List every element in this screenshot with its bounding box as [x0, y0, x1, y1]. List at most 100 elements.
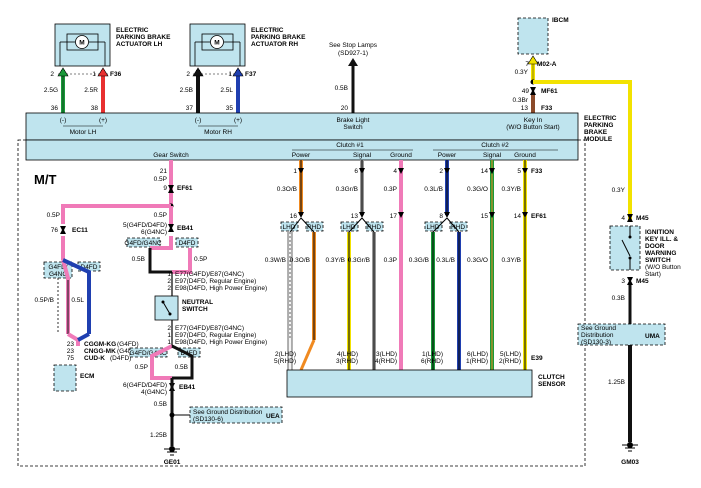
stop-lamps-ref-1[interactable]: See Stop Lamps — [329, 42, 378, 49]
epb-rh-pin-a: 2 — [186, 71, 190, 78]
right-ground-3: (SD130-3) — [581, 339, 611, 346]
wire-05p-ns2[interactable] — [150, 344, 173, 380]
ecm-conn-1: CGGM-KG — [84, 341, 116, 348]
stop-lamps-ref-2[interactable]: (SD927-1) — [338, 50, 368, 57]
c1s-lhd[interactable] — [340, 221, 359, 232]
opt-d4fd-label: D4FD — [179, 240, 196, 247]
m45-pin-bot: 3 — [621, 278, 625, 285]
c-pin-top-2: 6 — [354, 168, 358, 175]
wire-05l-label: 0.5L — [71, 297, 84, 304]
ibcm-pin: 7 — [525, 61, 529, 68]
ns-top-pin-2: 2 — [167, 278, 171, 285]
m45-pin-top: 4 — [621, 215, 625, 222]
ground-ref-2: (SD130-6) — [193, 416, 223, 423]
ef61-markers — [298, 212, 528, 218]
eb41b-1: 6(G4FD/D4FD) — [123, 382, 167, 389]
wire-05p-ecm[interactable] — [61, 204, 171, 224]
wire-05b-ns[interactable] — [148, 248, 172, 274]
c-pin-mid-3: 17 — [390, 213, 398, 220]
c-wire-low-1: 0.3W/B — [265, 257, 286, 264]
c-wire-low-2: 0.3O/B — [290, 257, 310, 264]
mf61-pin: 49 — [522, 88, 530, 95]
gear-wire: 0.5P — [154, 176, 167, 183]
c1p-lhd-label: LHD — [282, 224, 295, 231]
c2p-lhd[interactable] — [424, 221, 443, 232]
opt2-g4fd-g4nc[interactable] — [129, 347, 168, 358]
ns-bot-pin-3: 1 — [167, 339, 171, 346]
f33-top: F33 — [541, 105, 553, 112]
actuator-rh[interactable]: M — [189, 23, 246, 67]
c-wire-top-2: 0.3Gr/B — [336, 186, 358, 193]
c-pin-top-6: 5 — [517, 168, 521, 175]
ground-ref-uea[interactable] — [189, 406, 283, 424]
ecm-box[interactable] — [53, 364, 77, 392]
ns-top-pin-1: 1 — [167, 271, 171, 278]
mod-pin-38: 38 — [91, 105, 99, 112]
br-wire-1: 0.3Br — [512, 97, 528, 104]
ns-bot-text-3: E98(D4FD, High Power Engine) — [175, 339, 267, 346]
sensor-pin-4b: 6(RHD) — [421, 358, 443, 365]
ecm-label: ECM — [80, 373, 94, 380]
ns-bot-text-1: E77(G4FD)/E87(G4NC) — [175, 325, 244, 332]
ecm-pin-3: 75 — [67, 355, 75, 362]
c-wire-top-4: 0.3L/B — [424, 186, 443, 193]
c1p-rhd[interactable] — [305, 221, 324, 232]
epb-module[interactable] — [25, 112, 579, 141]
module-title-1: ELECTRIC — [584, 115, 617, 122]
wire-05b-ns2[interactable] — [171, 344, 194, 380]
epb-rh-connector: F37 — [245, 71, 257, 78]
c1-signal: Signal — [353, 152, 372, 159]
wire-05p-ns[interactable] — [172, 248, 192, 274]
sensor-pin-5b: 1(RHD) — [466, 358, 488, 365]
clutch1-label: Clutch #1 — [336, 142, 364, 149]
actuator-lh[interactable]: M — [54, 23, 111, 67]
c2p-rhd[interactable] — [449, 221, 468, 232]
c-pin-top-5: 14 — [481, 168, 489, 175]
opt-g4fd-g4nc[interactable] — [126, 237, 161, 248]
ef61-clutch: EF61 — [531, 213, 547, 220]
c1-ground: Ground — [390, 152, 412, 159]
c1s-rhd[interactable] — [365, 221, 384, 232]
ign-label-1: IGNITION — [645, 229, 674, 236]
gear-pin: 21 — [160, 168, 168, 175]
uea-label: UEA — [266, 413, 280, 420]
opt2-d4fd[interactable] — [177, 347, 201, 358]
ignition-switch[interactable] — [609, 225, 641, 271]
wire-05l[interactable] — [62, 258, 91, 334]
brake-switch-1: Brake Light — [337, 117, 370, 124]
opt-d4fd[interactable] — [175, 237, 199, 248]
wire-05p-b: 0.5P — [154, 212, 167, 219]
epb-rh-label-1: ELECTRIC — [251, 27, 284, 34]
opt-g4fd-g4nc-label: G4FD/G4NC — [124, 240, 162, 247]
gear-switch-label: Gear Switch — [153, 152, 189, 159]
ibcm-box[interactable] — [517, 17, 549, 55]
right-wire-03y: 0.3Y — [612, 187, 626, 194]
sensor-pin-2a: 4(LHD) — [337, 351, 358, 358]
wire-03y-right[interactable] — [533, 80, 632, 222]
right-wire-125b: 1.25B — [608, 379, 625, 386]
ground-ref-uma[interactable] — [577, 323, 666, 346]
clutch-sensor[interactable] — [286, 369, 533, 398]
rh-plus: (+) — [234, 117, 242, 124]
f33-pin-top: 13 — [521, 105, 529, 112]
lh-plus: (+) — [99, 117, 107, 124]
mt-label: M/T — [34, 172, 56, 187]
wire-lh-b-label: 2.5R — [84, 87, 98, 94]
wire-05b-b: 0.5B — [175, 364, 188, 371]
c1p-lhd[interactable] — [280, 221, 299, 232]
ecm-pin-2: 23 — [67, 348, 75, 355]
sensor-pin-3a: 3(LHD) — [376, 351, 397, 358]
epb-lh-pin-b: 1 — [92, 71, 96, 78]
opt2-g4fd-g4nc-label: G4FD/G4NC — [129, 350, 167, 357]
key-in-1: Key In — [524, 117, 543, 124]
left-opt-d4fd-label: D4FD — [81, 264, 98, 271]
c2p-rhd-label: RHD — [451, 224, 465, 231]
module-title-4: MODULE — [584, 136, 613, 143]
mod-pin-36: 36 — [51, 105, 59, 112]
c-wire-top-6: 0.3Y/B — [501, 186, 521, 193]
ecm-conn-2: CNGG-MK — [84, 348, 116, 355]
sensor-pin-5a: 6(LHD) — [467, 351, 488, 358]
m45-bot: M45 — [636, 278, 649, 285]
motor-rh-label: Motor RH — [204, 129, 232, 136]
key-in-2: (W/O Button Start) — [506, 124, 559, 131]
